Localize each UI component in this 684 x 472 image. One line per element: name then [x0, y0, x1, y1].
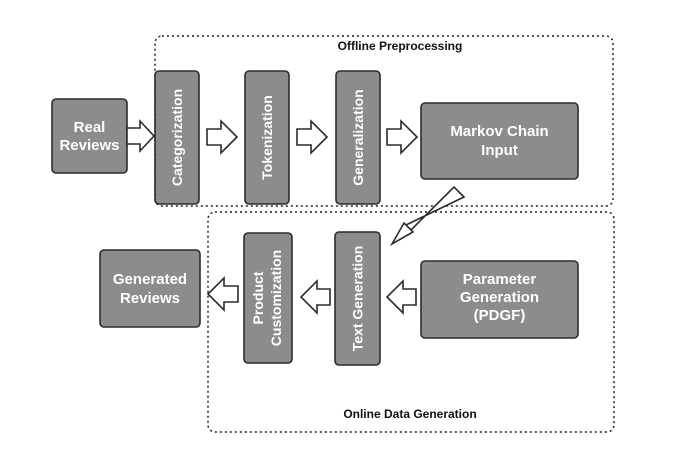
real-reviews-box [51, 98, 128, 174]
categorization-box [154, 70, 200, 205]
arrow-tokenization-to-generalization [296, 119, 329, 155]
arrow-parameter-to-text-generation [385, 279, 417, 315]
generalization-box [335, 70, 381, 205]
generated-reviews-box [99, 249, 201, 328]
parameter-generation-node: Parameter Generation (PDGF) [420, 260, 579, 339]
product-customization-node: Product Customization [243, 232, 293, 364]
arrow-text-generation-to-product-customization [299, 279, 331, 315]
parameter-generation-line-3: (PDGF) [474, 307, 526, 324]
arrow-real-to-categorization [126, 118, 156, 154]
arrows [126, 118, 466, 315]
generalization-label: Generalization [350, 89, 366, 185]
online-region-label: Online Data Generation [343, 407, 476, 421]
offline-region-border [154, 35, 614, 207]
markov-chain-line-2: Input [481, 142, 518, 159]
markov-chain-node: Markov Chain Input [420, 102, 579, 180]
markov-chain-box [420, 102, 579, 180]
parameter-generation-line-1: Parameter [463, 271, 537, 288]
offline-region-label: Offline Preprocessing [338, 39, 463, 53]
parameter-generation-line-2: Generation [460, 289, 539, 306]
arrow-product-customization-to-generated-reviews [206, 276, 239, 312]
text-generation-label: Text Generation [350, 246, 366, 352]
tokenization-label: Tokenization [259, 95, 275, 180]
text-generation-node: Text Generation [334, 231, 381, 366]
online-generation-region: Online Data Generation [207, 211, 615, 433]
markov-chain-line-1: Markov Chain [450, 123, 548, 140]
generalization-node: Generalization [335, 70, 381, 205]
generated-reviews-node: Generated Reviews [99, 249, 201, 328]
arrow-generalization-to-markov [386, 119, 419, 155]
tokenization-box [244, 70, 290, 205]
product-customization-line-2: Customization [268, 250, 284, 346]
product-customization-line-1: Product [250, 271, 266, 324]
product-customization-box [243, 232, 293, 364]
generated-reviews-line-1: Generated [113, 271, 187, 288]
categorization-label: Categorization [169, 89, 185, 186]
generated-reviews-line-2: Reviews [120, 290, 180, 307]
real-reviews-line-2: Reviews [59, 137, 119, 154]
offline-preprocessing-region: Offline Preprocessing [154, 35, 614, 207]
arrow-categorization-to-tokenization [206, 119, 239, 155]
real-reviews-line-1: Real [74, 119, 106, 136]
categorization-node: Categorization [154, 70, 200, 205]
online-region-border [207, 211, 615, 433]
text-generation-box [334, 231, 381, 366]
parameter-generation-box [420, 260, 579, 339]
tokenization-node: Tokenization [244, 70, 290, 205]
arrow-markov-to-text-generation [389, 185, 466, 247]
real-reviews-node: Real Reviews [51, 98, 128, 174]
